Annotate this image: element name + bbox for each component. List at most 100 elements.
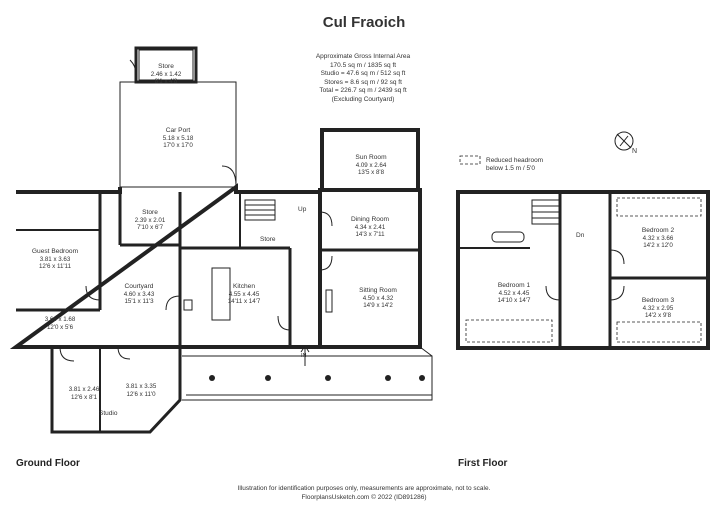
disclaimer-line: Illustration for identification purposes… <box>237 485 491 492</box>
room-name: Guest Bedroom <box>31 248 79 255</box>
room-imperial: 12'6 x 8'1 <box>70 393 98 401</box>
door-studio <box>59 346 75 362</box>
room-name: Kitchen <box>233 283 255 290</box>
room-metric: 4.55 x 4.45 <box>228 290 260 298</box>
door-sitting <box>319 255 333 271</box>
kitchen-island <box>211 267 231 321</box>
fireplace <box>325 289 333 313</box>
room-metric: 3.81 x 3.63 <box>39 255 71 263</box>
door-dining <box>319 211 333 227</box>
room-imperial: 12'6 x 11'11 <box>38 263 72 271</box>
area-line: Total = 226.7 sq m / 2439 sq ft <box>319 87 407 94</box>
store-top-walls <box>138 49 194 81</box>
room-name: Bedroom 3 <box>641 297 675 304</box>
area-line: (Excluding Courtyard) <box>331 95 395 103</box>
room-metric: 4.34 x 2.41 <box>354 223 386 231</box>
room-dining-room: Dining Room 4.34 x 2.41 14'3 x 7'11 <box>351 216 389 239</box>
room-name: Dining Room <box>350 216 390 223</box>
store-top-door <box>129 59 137 75</box>
compass-label: N <box>632 148 638 155</box>
store-small-label: Store <box>260 236 276 243</box>
legend-swatch <box>459 155 481 165</box>
room-imperial: 7'10 x 6'7 <box>136 224 164 232</box>
room-imperial: 13'5 x 8'8 <box>357 169 385 177</box>
dn-label: Dn <box>576 232 585 239</box>
room-imperial: 14'2 x 9'8 <box>644 312 672 320</box>
room-imperial: 14'2 x 12'0 <box>643 242 673 250</box>
room-metric: 3.81 x 3.35 <box>125 383 157 390</box>
room-name: Store <box>158 63 174 70</box>
area-summary: Approximate Gross Internal Area 170.5 sq… <box>300 53 426 104</box>
room-metric: 3.81 x 2.46 <box>68 386 100 393</box>
car-port-outline <box>119 81 237 188</box>
headroom-b2-top <box>616 197 702 217</box>
door-bedroom3 <box>609 285 625 301</box>
door-courtyard <box>165 295 181 311</box>
area-line: Stores = 8.6 sq m / 92 sq ft <box>324 78 402 86</box>
terrace-post <box>325 375 331 381</box>
room-metric: 4.52 x 4.45 <box>498 289 530 297</box>
entry-label: IN <box>301 353 307 359</box>
room-name: Bedroom 1 <box>497 282 531 289</box>
area-line: 170.5 sq m / 1835 sq ft <box>329 61 397 69</box>
room-imperial: 14'10 x 14'7 <box>497 297 531 305</box>
room-metric: 4.32 x 3.66 <box>642 234 674 242</box>
compass-circle <box>614 131 634 151</box>
room-sitting-room: Sitting Room 4.50 x 4.32 14'9 x 14'2 <box>359 287 397 310</box>
terrace-post <box>265 375 271 381</box>
studio-walls <box>50 347 182 434</box>
room-metric: 4.60 x 3.43 <box>123 290 155 298</box>
disclaimer-line: FloorplansUsketch.com © 2022 (ID891286) <box>301 493 427 501</box>
room-kitchen: Kitchen 4.55 x 4.45 14'11 x 14'7 <box>228 283 261 306</box>
room-name: Store <box>142 209 158 216</box>
car-port-door <box>221 165 237 187</box>
room-studio-left: 3.81 x 2.46 12'6 x 8'1 <box>69 386 100 401</box>
room-bedroom2: Bedroom 2 4.32 x 3.66 14'2 x 12'0 <box>642 227 674 250</box>
room-studio-right: 3.81 x 3.35 12'6 x 11'0 <box>126 383 157 398</box>
room-bathroom-ground: 3.66 x 1.68 12'0 x 5'6 <box>45 316 76 331</box>
room-name: Courtyard <box>124 283 154 290</box>
room-metric: 3.66 x 1.68 <box>44 316 76 323</box>
room-metric: 2.39 x 2.01 <box>134 216 166 224</box>
room-store-top: Store 2.46 x 1.42 8'1 x 4'8 <box>151 63 182 86</box>
headroom-b3-bottom <box>616 321 702 343</box>
entry-arrow-head <box>300 345 310 353</box>
bathtub <box>491 231 525 243</box>
terrace-outline-2 <box>182 356 433 401</box>
room-imperial: 12'6 x 11'0 <box>126 390 156 398</box>
terrace-outline <box>182 355 433 396</box>
terrace-post <box>419 375 425 381</box>
room-imperial: 17'0 x 17'0 <box>163 142 193 150</box>
room-name: Sun Room <box>355 154 387 161</box>
door-studio-2 <box>117 346 131 360</box>
first-outer-wall <box>456 190 710 350</box>
room-guest-bedroom: Guest Bedroom 3.81 x 3.63 12'6 x 11'11 <box>32 248 78 271</box>
room-store-mid: Store 2.39 x 2.01 7'10 x 6'7 <box>135 209 166 232</box>
headroom-b1-bottom <box>465 319 553 343</box>
room-metric: 4.50 x 4.32 <box>362 294 394 302</box>
headroom-legend: Reduced headroom below 1.5 m / 5'0 <box>486 157 543 173</box>
up-label: Up <box>298 206 307 213</box>
room-imperial: 14'3 x 7'11 <box>355 231 385 239</box>
room-metric: 4.32 x 2.95 <box>642 304 674 312</box>
area-line: Studio = 47.6 sq m / 512 sq ft <box>320 70 406 77</box>
room-sun-room: Sun Room 4.09 x 2.64 13'5 x 8'8 <box>355 154 386 177</box>
room-car-port: Car Port 5.18 x 5.18 17'0 x 17'0 <box>163 127 194 150</box>
room-imperial: 12'0 x 5'6 <box>46 323 74 331</box>
room-imperial: 8'1 x 4'8 <box>154 78 178 86</box>
room-metric: 2.46 x 1.42 <box>150 70 182 78</box>
room-courtyard: Courtyard 4.60 x 3.43 15'1 x 11'3 <box>124 283 155 306</box>
room-imperial: 14'9 x 14'2 <box>363 302 393 310</box>
room-bedroom1: Bedroom 1 4.52 x 4.45 14'10 x 14'7 <box>498 282 531 305</box>
room-name: Sitting Room <box>359 287 397 294</box>
room-imperial: 14'11 x 14'7 <box>227 298 261 306</box>
room-metric: 4.09 x 2.64 <box>355 161 387 169</box>
compass-needle <box>616 133 632 149</box>
room-name: Bedroom 2 <box>641 227 675 234</box>
room-metric: 5.18 x 5.18 <box>162 134 194 142</box>
door-bedroom1 <box>545 285 561 301</box>
kitchen-sink <box>183 299 193 311</box>
door-guest <box>85 285 101 301</box>
room-bedroom3: Bedroom 3 4.32 x 2.95 14'2 x 9'8 <box>642 297 674 320</box>
